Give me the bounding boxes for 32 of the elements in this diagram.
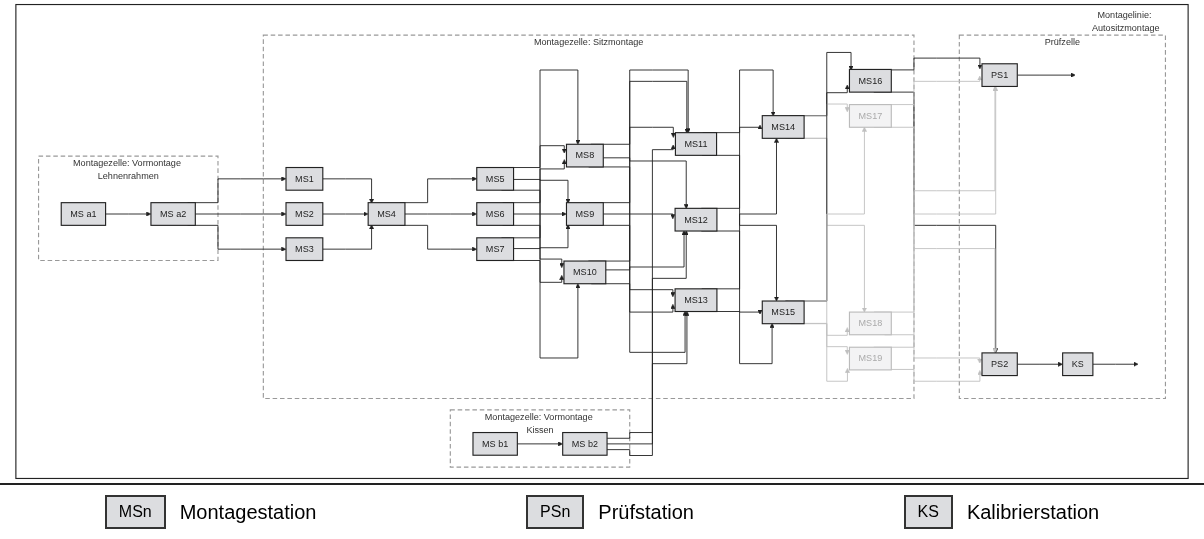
- node-box: MS13: [674, 288, 718, 313]
- node-box: MS5: [476, 166, 515, 191]
- node-box: MS6: [476, 202, 515, 226]
- node-box: MS11: [674, 132, 718, 156]
- node-box: MS3: [285, 237, 324, 262]
- node-box: MS4: [367, 202, 406, 226]
- node-box: MS17: [848, 104, 892, 128]
- node-box: MS1: [285, 166, 324, 191]
- node-box: MS14: [761, 115, 805, 139]
- node-box: MS15: [761, 300, 805, 325]
- node-box: MS18: [848, 311, 892, 336]
- node-box: MS9: [565, 202, 604, 226]
- legend-text: Kalibrierstation: [966, 500, 1100, 524]
- node-box: MS7: [476, 237, 515, 262]
- node-box: MS8: [565, 143, 604, 168]
- node-box: MS a1: [60, 202, 107, 226]
- node-box: PS2: [981, 352, 1018, 377]
- node-box: KS: [1062, 352, 1094, 377]
- node-box: MS16: [848, 68, 892, 93]
- node-box: MS2: [285, 202, 324, 226]
- node-box: MS12: [674, 207, 718, 232]
- legend-text: Prüfstation: [598, 500, 694, 524]
- legend-sample-box: KS: [903, 495, 953, 529]
- node-box: PS1: [981, 63, 1018, 87]
- legend-sample-box: PSn: [526, 495, 585, 529]
- node-box: MS10: [563, 260, 607, 285]
- node-box: MS b2: [562, 432, 608, 456]
- node-box: MS a2: [150, 202, 196, 226]
- node-box: MS19: [848, 346, 892, 371]
- legend-text: Montagestation: [179, 500, 317, 524]
- legend-sample-box: MSn: [104, 495, 166, 529]
- node-box: MS b1: [472, 432, 518, 456]
